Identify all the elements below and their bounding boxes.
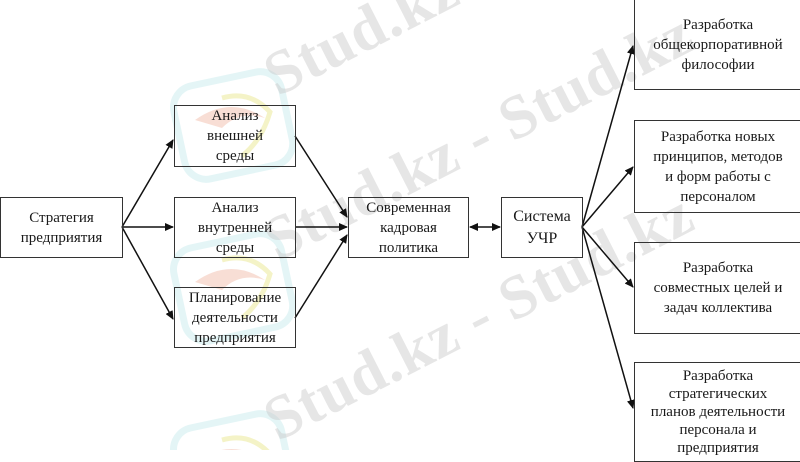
- arrow-strategy-to-external: [121, 139, 174, 228]
- arrow-strategy-to-planning: [121, 226, 174, 320]
- node-planning: Планирование деятельности предприятия: [174, 287, 296, 348]
- node-hrm-system-label: Система УЧР: [513, 207, 571, 247]
- node-out-philosophy: Разработка общекорпоративной философии: [634, 0, 800, 90]
- node-planning-label: Планирование деятельности предприятия: [188, 289, 282, 346]
- node-out-goals: Разработка совместных целей и задач колл…: [634, 242, 800, 334]
- arrow-system-to-goals: [581, 226, 634, 288]
- node-strategy-label: Стратегия предприятия: [20, 209, 103, 246]
- arrow-system-to-principles: [581, 166, 634, 228]
- node-strategy: Стратегия предприятия: [0, 197, 123, 258]
- node-analysis-external-label: Анализ внешней среды: [206, 108, 264, 164]
- node-out-principles-label: Разработка новых принципов, методов и фо…: [653, 128, 783, 205]
- arrow-planning-to-policy: [294, 234, 348, 319]
- connectors: [121, 45, 635, 409]
- node-hr-policy: Современная кадровая политика: [348, 197, 469, 258]
- node-out-goals-label: Разработка совместных целей и задач колл…: [653, 260, 783, 316]
- node-analysis-external: Анализ внешней среды: [174, 105, 296, 167]
- node-hrm-system: Система УЧР: [501, 197, 583, 258]
- node-hr-policy-label: Современная кадровая политика: [366, 199, 451, 256]
- arrow-external-to-policy: [294, 135, 348, 218]
- node-out-principles: Разработка новых принципов, методов и фо…: [634, 120, 800, 213]
- arrow-system-to-philosophy: [581, 45, 635, 228]
- node-out-plans: Разработка стратегических планов деятель…: [634, 362, 800, 462]
- node-analysis-internal: Анализ внутренней среды: [174, 197, 296, 258]
- node-out-philosophy-label: Разработка общекорпоративной философии: [653, 16, 783, 73]
- arrow-system-to-plans: [581, 226, 635, 409]
- node-analysis-internal-label: Анализ внутренней среды: [197, 199, 273, 256]
- node-out-plans-label: Разработка стратегических планов деятель…: [650, 368, 786, 456]
